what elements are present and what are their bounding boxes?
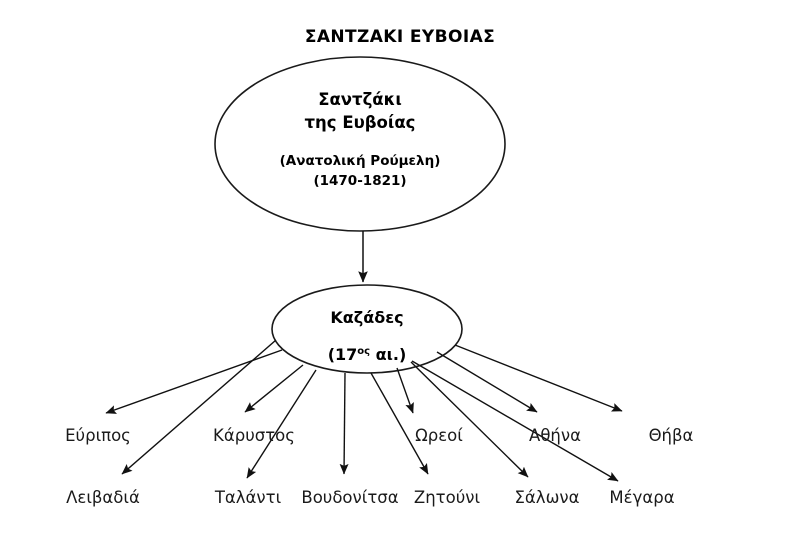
root-node-line2: της Ευβοίας — [305, 113, 416, 132]
edge-to-oreoi — [396, 367, 414, 414]
leaf-label-talanti[interactable]: Ταλάντι — [214, 488, 282, 507]
edge-to-athina — [436, 351, 538, 413]
leaf-label-zitouni[interactable]: Ζητούνι — [414, 488, 481, 507]
leaf-label-athina[interactable]: Αθήνα — [529, 426, 581, 445]
mid-node-line2: (17ος αι.) — [328, 345, 407, 364]
root-node-line1: Σαντζάκι — [318, 90, 402, 109]
mid-node-line1: Καζάδες — [330, 308, 403, 327]
edge-to-megara — [411, 360, 619, 482]
leaf-label-voudonitsa[interactable]: Βουδονίτσα — [301, 488, 398, 507]
mid-node-century-prefix: (17 — [328, 345, 358, 364]
leaf-label-leivadia[interactable]: Λειβαδιά — [66, 488, 140, 507]
mid-node-century-superscript: ος — [357, 346, 370, 357]
edge-to-voudonitsa — [339, 372, 349, 475]
leaf-label-oreoi[interactable]: Ωρεοί — [415, 426, 463, 445]
leaf-label-evripos[interactable]: Εύριπος — [65, 426, 131, 445]
root-node-line3: (Ανατολική Ρούμελη) — [280, 153, 441, 169]
leaf-label-salona[interactable]: Σάλωνα — [515, 488, 580, 507]
edge-to-salona — [410, 361, 529, 478]
root-node-ellipse[interactable] — [214, 56, 506, 232]
edge-to-leivadia — [121, 339, 277, 475]
diagram-title: ΣΑΝΤΖΑΚΙ ΕΥΒΟΙΑΣ — [305, 27, 495, 47]
edge-to-zitouni — [370, 372, 429, 475]
mid-node-century-suffix: αι.) — [370, 345, 406, 364]
leaf-label-megara[interactable]: Μέγαρα — [609, 488, 674, 507]
root-node-line4: (1470-1821) — [313, 173, 406, 189]
leaf-label-karystos[interactable]: Κάρυστος — [213, 426, 295, 445]
edge-to-talanti — [246, 369, 317, 479]
mid-node-ellipse[interactable] — [271, 284, 463, 374]
edge-to-thiva — [454, 344, 623, 412]
edge-to-karystos — [244, 364, 304, 413]
leaf-label-thiva[interactable]: Θήβα — [649, 426, 694, 445]
